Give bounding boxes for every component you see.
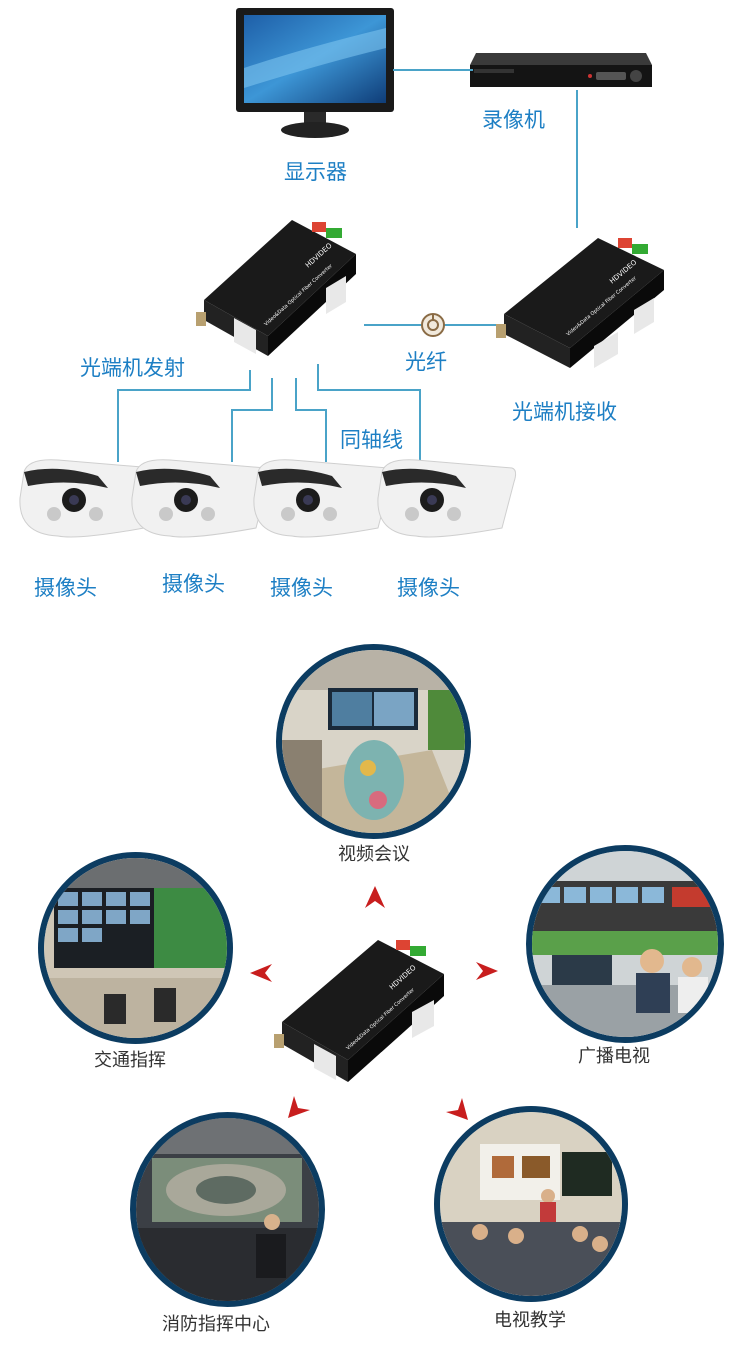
receiver-device: HDVIDEO Video&Data Optical Fiber Convert… (494, 228, 670, 378)
coax-label: 同轴线 (340, 428, 403, 452)
fiber-cable-left (364, 324, 422, 326)
dvr-graphic (470, 47, 652, 93)
center-device: HDVIDEO Video&Data Optical Fiber Convert… (274, 926, 454, 1086)
camera-1 (18, 458, 160, 540)
arrow-left-icon (250, 964, 272, 982)
camera-label-1: 摄像头 (34, 576, 97, 600)
monitor-graphic (234, 8, 396, 140)
dvr-label: 录像机 (482, 108, 545, 132)
transmitter-device: HDVIDEO Video&Data Optical Fiber Convert… (196, 208, 366, 368)
arrow-right-icon (476, 962, 498, 980)
receiver-label: 光端机接收 (512, 400, 617, 424)
scene-video-conference (276, 644, 471, 839)
app-label-traffic-command: 交通指挥 (94, 1050, 166, 1071)
camera-label-4: 摄像头 (397, 576, 460, 600)
camera-label-3: 摄像头 (270, 576, 333, 600)
camera-2 (130, 458, 272, 540)
fiber-label: 光纤 (405, 350, 447, 374)
arrow-up-icon (365, 886, 385, 908)
arrow-down-right-icon (446, 1098, 468, 1120)
transmitter-label: 光端机发射 (80, 356, 185, 380)
camera-3 (252, 458, 394, 540)
app-label-broadcast-tv: 广播电视 (578, 1046, 650, 1067)
coax-cables (0, 0, 750, 470)
camera-4 (376, 458, 518, 540)
camera-label-2: 摄像头 (162, 572, 225, 596)
scene-fire-command-center (130, 1112, 325, 1307)
scene-traffic-command (38, 852, 233, 1044)
monitor-label: 显示器 (284, 160, 347, 184)
app-label-tv-teaching: 电视教学 (494, 1310, 566, 1331)
dvr-receiver-cable (576, 90, 578, 228)
arrow-down-left-icon (288, 1096, 310, 1118)
app-label-fire-command-center: 消防指挥中心 (162, 1314, 270, 1335)
fiber-cable-right (444, 324, 496, 326)
fiber-spool-icon (420, 312, 446, 338)
scene-tv-teaching (434, 1106, 628, 1302)
scene-broadcast-tv (526, 845, 724, 1043)
app-label-video-conference: 视频会议 (338, 844, 410, 865)
monitor-dvr-cable (393, 69, 473, 71)
